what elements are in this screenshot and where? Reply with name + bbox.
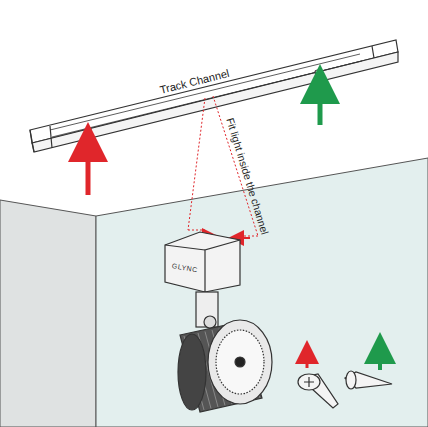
track-light <box>165 232 272 412</box>
screw-arrow-green <box>318 84 323 125</box>
left-wall <box>0 200 96 427</box>
screw <box>298 371 392 408</box>
right-wall <box>96 158 428 427</box>
track-channel <box>30 40 398 152</box>
screw-arrow-red <box>86 142 91 195</box>
